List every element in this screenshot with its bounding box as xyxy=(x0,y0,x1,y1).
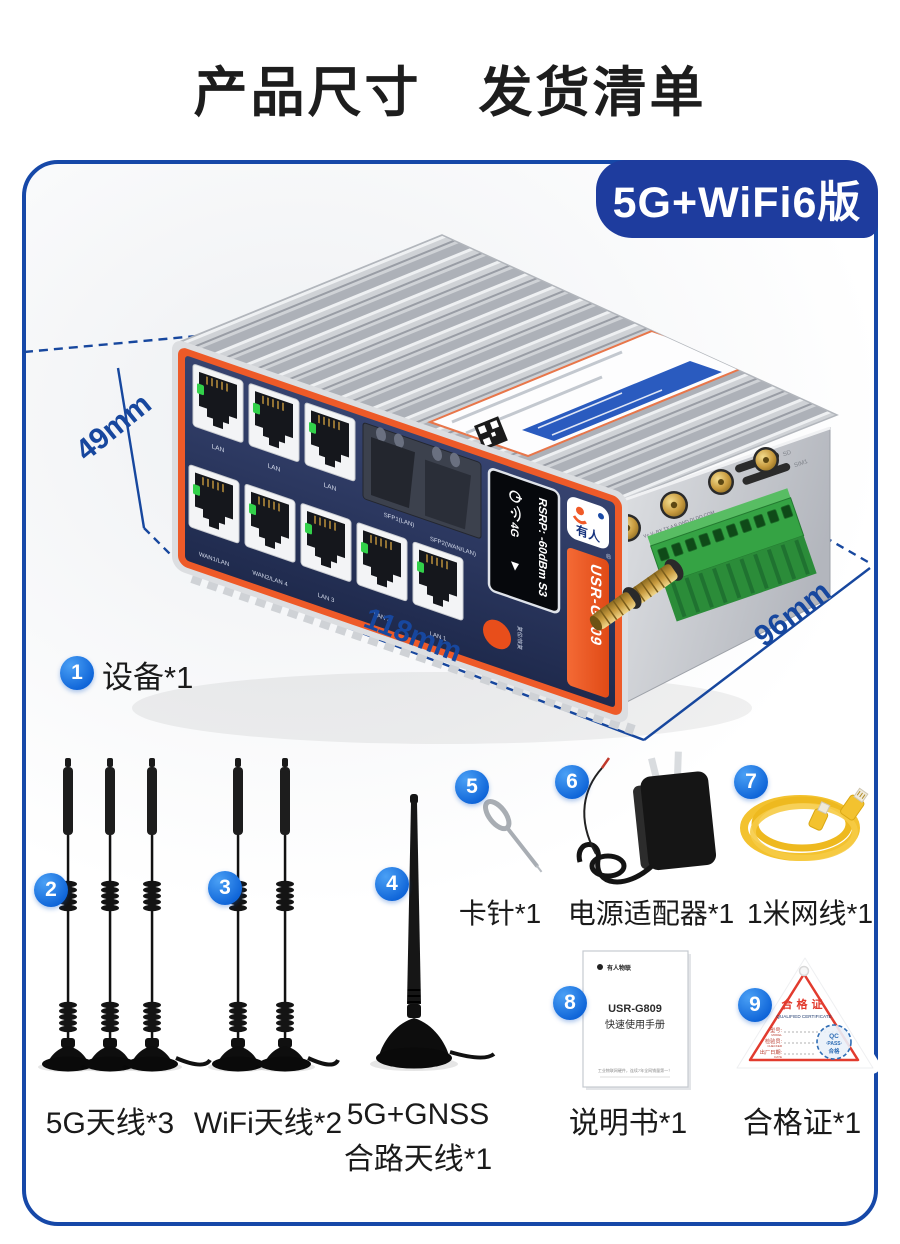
manual-title-model: USR-G809 xyxy=(608,1003,662,1015)
svg-text:合格: 合格 xyxy=(828,1047,840,1055)
item-number-badge: 3 xyxy=(208,871,242,905)
gnss-antenna-photo xyxy=(370,794,496,1071)
certificate-photo: 合格证 QUALIFIED CERTIFICATE 型号: 检验员: 出厂日期:… xyxy=(728,948,880,1074)
item-label-gnss-antenna-line2: 合路天线*1 xyxy=(343,1143,493,1176)
version-badge: 5G+WiFi6版 xyxy=(596,160,878,238)
item-label-5g-antenna: 5G天线*3 xyxy=(45,1107,175,1140)
item-label-cable: 1米网线*1 xyxy=(746,898,874,929)
svg-text:CHECKER: CHECKER xyxy=(767,1044,783,1048)
manual-photo: 有人物联 USR-G809 快速使用手册 工业物联网硬件，连续7年全网销量第一！ xyxy=(582,950,691,1090)
product-label-sticker xyxy=(427,329,753,458)
certificate-field-checker: 检验员: xyxy=(765,1037,782,1045)
rj45-plug xyxy=(840,787,869,821)
power-adapter-photo xyxy=(576,751,717,885)
manual-title-text: 快速使用手册 xyxy=(605,1018,665,1031)
certificate-subtitle: QUALIFIED CERTIFICATE xyxy=(776,1014,831,1019)
device-front-panel: LAN LAN LAN SFP1(LAN) SFP2(WAN/LAN) WAN1… xyxy=(172,340,628,723)
wifi-icon xyxy=(513,506,521,522)
sfp-cages xyxy=(362,422,482,539)
registered-mark: ® xyxy=(606,551,612,562)
item-number-badge: 4 xyxy=(375,867,409,901)
item-label-sim-pin: 卡针*1 xyxy=(458,898,542,929)
svg-text:DATE: DATE xyxy=(774,1055,782,1059)
item-label-manual: 说明书*1 xyxy=(568,1107,688,1140)
item-label-power-adapter: 电源适配器*1 xyxy=(567,898,735,929)
router-illustration: SD SIM1 ANT1 V+ V- RX TX A B GND DI DO C… xyxy=(23,234,871,744)
item-label-certificate: 合格证*1 xyxy=(742,1107,862,1140)
svg-text:·PASS·: ·PASS· xyxy=(826,1041,843,1047)
hang-hole xyxy=(798,965,810,977)
svg-text:QC: QC xyxy=(829,1033,839,1040)
qr-code xyxy=(474,416,508,451)
sim-slot-label: SIM1 xyxy=(793,459,809,469)
sma-connectors-lower xyxy=(589,559,684,631)
item-number-badge: 9 xyxy=(738,988,772,1022)
rj45-plug xyxy=(808,801,831,831)
item-number-badge: 2 xyxy=(34,873,68,907)
item-number-badge: 1 xyxy=(60,656,94,690)
port-label: LAN xyxy=(324,482,337,493)
ethernet-cable-photo xyxy=(740,787,869,861)
item-number-badge: 7 xyxy=(734,765,768,799)
wifi-antennas-photo xyxy=(208,758,340,1072)
terminal-block xyxy=(647,488,817,622)
din-rail xyxy=(190,573,636,735)
display-rsrp: RSRP: -60dBm S3 xyxy=(536,496,550,599)
manual-logo-icon xyxy=(597,964,603,970)
page-title: 产品尺寸 发货清单 xyxy=(193,63,707,123)
reset-button xyxy=(483,619,511,650)
dimension-height-label: 49mm xyxy=(70,387,158,467)
certificate-field-date: 出厂日期: xyxy=(760,1048,782,1056)
sim-pin-photo xyxy=(483,799,543,873)
status-display: 4G RSRP: -60dBm S3 xyxy=(487,468,561,614)
model-text: USR-G809 xyxy=(587,561,604,648)
svg-text:MODEL: MODEL xyxy=(771,1033,782,1037)
display-network: 4G xyxy=(508,520,520,539)
item-number-badge: 5 xyxy=(455,770,489,804)
reset-label: 复位/恢复 xyxy=(516,625,524,652)
certificate-field-model: 型号: xyxy=(770,1026,782,1034)
item-label-gnss-antenna: 5G+GNSS xyxy=(346,1098,490,1131)
sd-slot-label: SD xyxy=(782,450,792,459)
item-number-badge: 6 xyxy=(555,765,589,799)
port-label: LAN xyxy=(212,443,225,454)
brand-logo: 有人 ® xyxy=(567,497,612,562)
certificate-title: 合格证 xyxy=(782,997,827,1011)
qc-pass-stamp: QC ·PASS· 合格 xyxy=(816,1024,852,1060)
signal-triangle-icon xyxy=(511,561,519,571)
item-label-wifi-antenna: WiFi天线*2 xyxy=(193,1107,343,1140)
port-label: LAN xyxy=(268,463,281,474)
item-number-badge: 8 xyxy=(553,986,587,1020)
5g-antennas-photo xyxy=(38,758,212,1072)
item-label-device: 设备*1 xyxy=(102,660,194,695)
logo-figure-icon xyxy=(576,506,584,516)
manual-footer: 工业物联网硬件，连续7年全网销量第一！ xyxy=(598,1067,672,1073)
manual-brand: 有人物联 xyxy=(607,964,631,972)
